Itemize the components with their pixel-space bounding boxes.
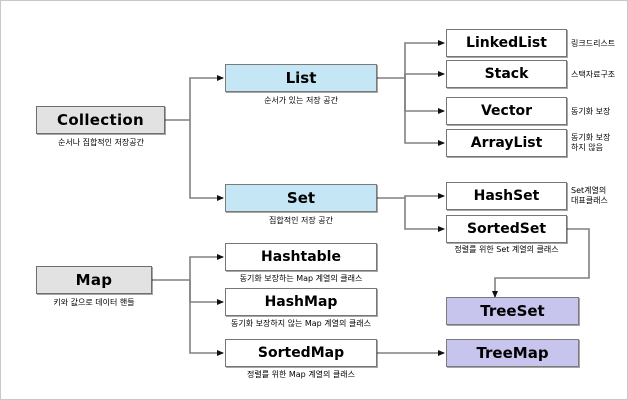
caption-list: 순서가 있는 저장 공간 xyxy=(264,96,338,105)
caption-collection: 순서나 집합적인 저장공간 xyxy=(57,138,145,147)
node-stack-label: Stack xyxy=(484,66,529,82)
edge-collection-set xyxy=(189,120,224,201)
node-collection-label: Collection xyxy=(57,111,144,129)
node-set[interactable]: Set xyxy=(225,184,377,212)
node-linkedlist-label: LinkedList xyxy=(466,35,547,51)
edge-list-linkedlist xyxy=(404,40,445,78)
caption-hashtable: 동기화 보장하는 Map 계열의 클래스 xyxy=(239,274,363,283)
node-arraylist-label: ArrayList xyxy=(470,135,543,151)
caption-sortedset: 정렬를 위한 Set 계열의 클래스 xyxy=(454,245,559,254)
caption-hashset: Set계열의 대표클래스 xyxy=(571,186,608,205)
node-list[interactable]: List xyxy=(225,64,377,92)
caption-stack: 스택자료구조 xyxy=(571,70,616,79)
node-sortedset[interactable]: SortedSet xyxy=(446,215,567,243)
node-stack[interactable]: Stack xyxy=(446,60,567,88)
edge-collection-list xyxy=(189,75,224,120)
node-list-label: List xyxy=(285,69,317,87)
node-hashmap[interactable]: HashMap xyxy=(225,288,377,316)
node-vector[interactable]: Vector xyxy=(446,97,567,125)
node-treeset-label: TreeSet xyxy=(480,302,545,320)
caption-hashmap: 동기화 보장하지 않는 Map 계열의 클래스 xyxy=(231,319,371,328)
node-hashtable[interactable]: Hashtable xyxy=(225,243,377,271)
caption-sortedmap: 정렬를 위한 Map 계열의 클래스 xyxy=(246,370,355,379)
edge-list-vector xyxy=(404,78,445,114)
caption-map: 키와 값으로 데이터 핸들 xyxy=(53,298,135,307)
node-hashtable-label: Hashtable xyxy=(261,249,341,265)
caption-vector: 동기화 보장 xyxy=(571,107,611,116)
edge-list-arraylist xyxy=(404,78,445,146)
node-sortedset-label: SortedSet xyxy=(466,221,547,237)
node-map-label: Map xyxy=(75,271,113,289)
node-hashmap-label: HashMap xyxy=(264,294,338,310)
node-treeset[interactable]: TreeSet xyxy=(446,297,579,325)
edge-set-hashset xyxy=(404,193,445,199)
caption-set: 집합적인 저장 공간 xyxy=(269,216,333,225)
edge-map-sortedmap xyxy=(189,280,224,356)
node-sortedmap-label: SortedMap xyxy=(257,345,345,361)
node-sortedmap[interactable]: SortedMap xyxy=(225,339,377,367)
edge-list-stack xyxy=(404,71,445,78)
caption-linkedlist: 링크드리스트 xyxy=(571,39,616,48)
node-hashset-label: HashSet xyxy=(473,188,540,204)
node-linkedlist[interactable]: LinkedList xyxy=(446,29,567,57)
node-arraylist[interactable]: ArrayList xyxy=(446,129,567,157)
caption-arraylist: 동기화 보장 하지 않음 xyxy=(571,133,611,152)
edge-set-sortedset xyxy=(404,198,445,232)
node-collection[interactable]: Collection xyxy=(36,106,165,134)
node-treemap-label: TreeMap xyxy=(476,344,549,362)
node-vector-label: Vector xyxy=(480,103,533,119)
node-set-label: Set xyxy=(286,189,316,207)
node-treemap[interactable]: TreeMap xyxy=(446,339,579,367)
node-map[interactable]: Map xyxy=(36,266,152,294)
node-hashset[interactable]: HashSet xyxy=(446,182,567,210)
